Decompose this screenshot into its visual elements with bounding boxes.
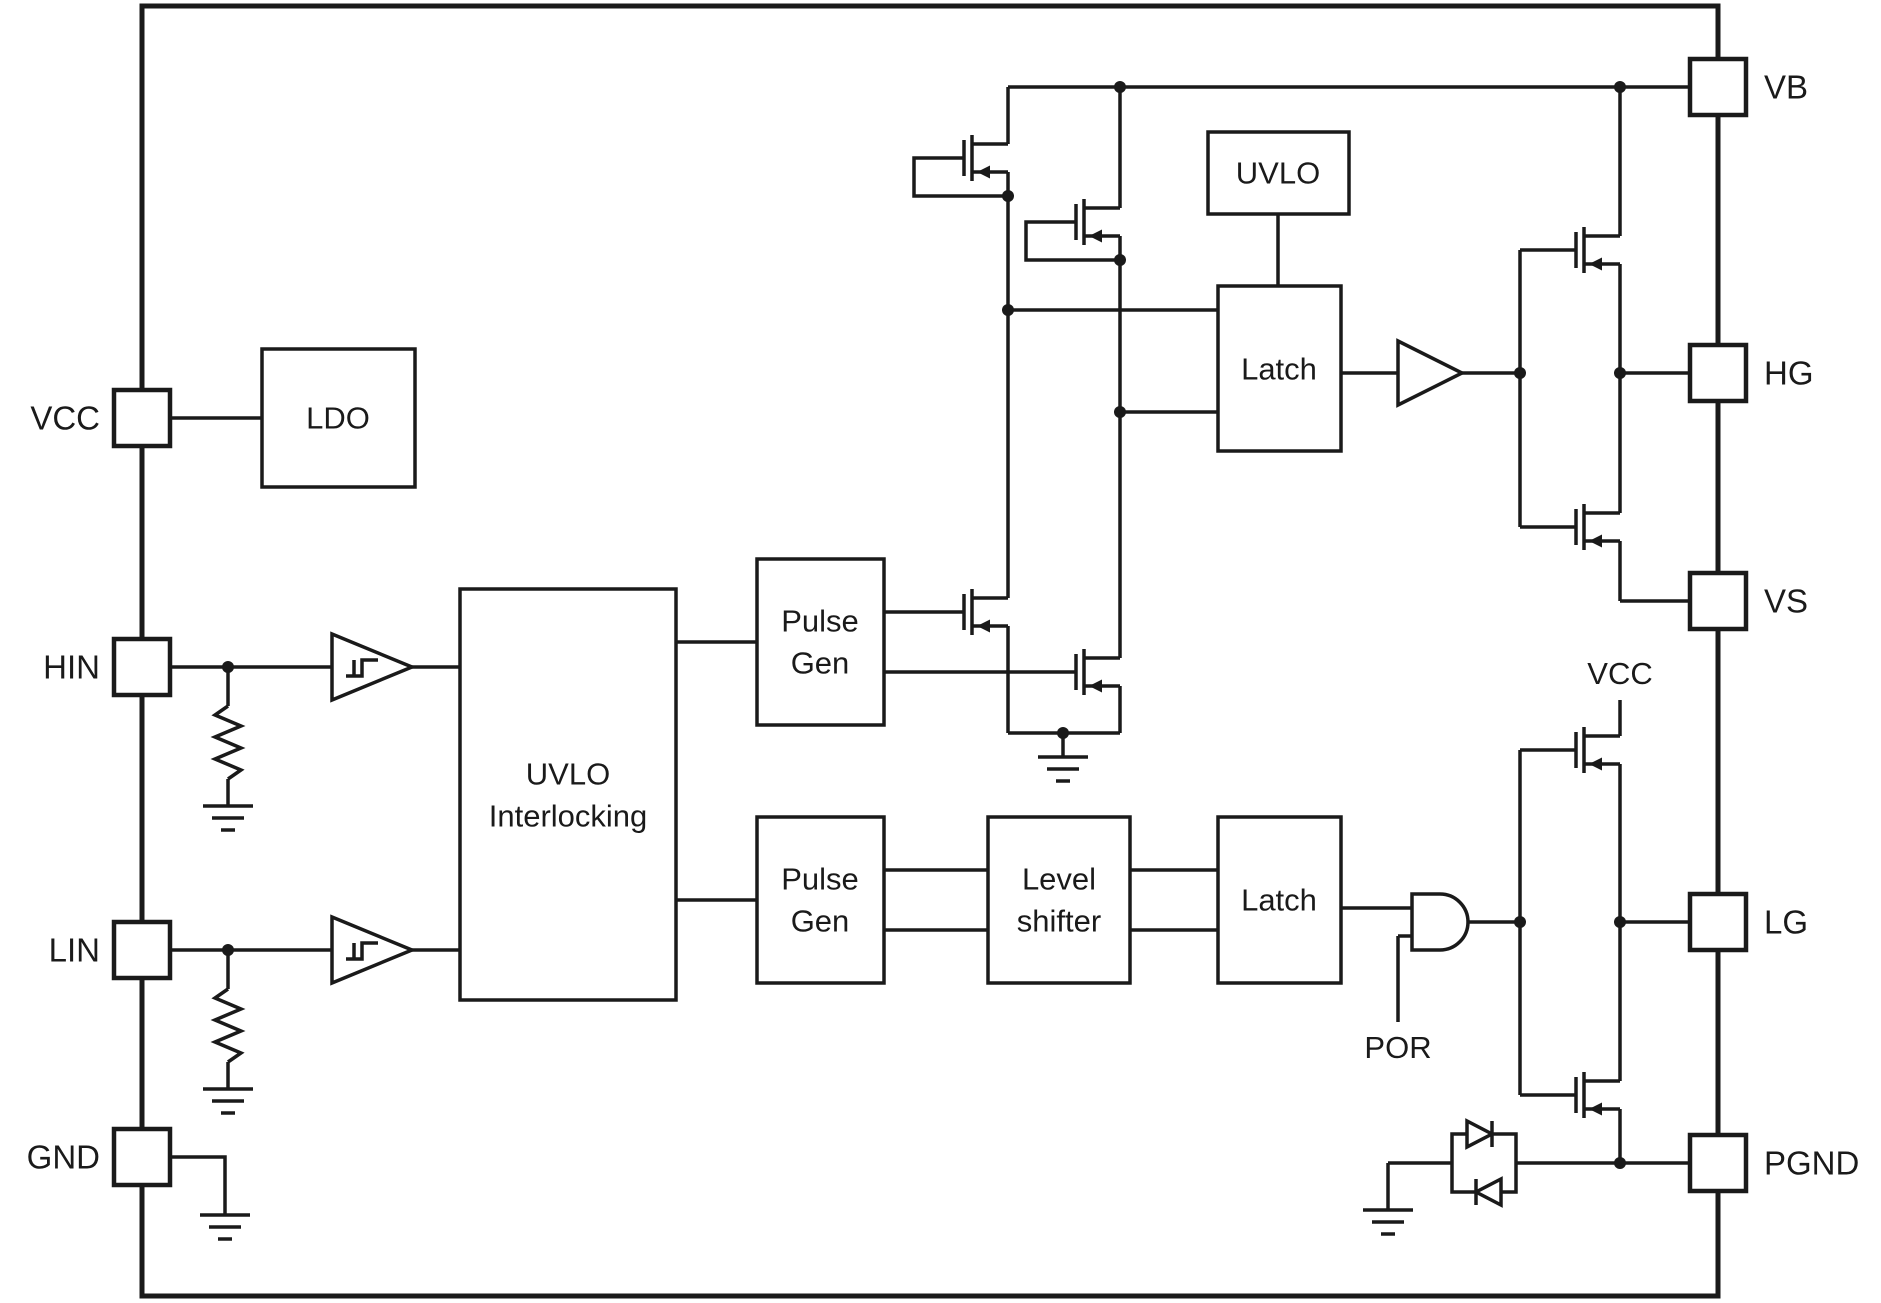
levelshift-nmos2-icon: [1042, 647, 1122, 697]
junction-dot: [1614, 916, 1626, 928]
junction-dot: [1002, 190, 1014, 202]
uvlo-block: UVLO: [1206, 130, 1351, 216]
junction-dot: [1002, 304, 1014, 316]
pin-lin-label: LIN: [49, 932, 100, 969]
pin-vcc: VCC: [30, 387, 173, 449]
pgnd-net: [1361, 1118, 1690, 1236]
pin-hin-label: HIN: [43, 649, 100, 686]
uvlo-interlocking-label-1: UVLO: [526, 757, 610, 792]
junction-dot: [1614, 367, 1626, 379]
uvlo-interlocking-block: UVLO Interlocking: [458, 587, 678, 1002]
junction-dot: [1114, 254, 1126, 266]
pin-vb-label: VB: [1764, 69, 1808, 106]
highside-pmos-icon: [1542, 225, 1622, 275]
pgnd-ground-icon: [1361, 1208, 1415, 1236]
junction-dot: [222, 661, 234, 673]
lin-pulldown-resistor-icon: [213, 987, 243, 1064]
diode-pair-frame: [1450, 1132, 1518, 1194]
ldo-block: LDO: [260, 347, 417, 489]
hg-buffer-icon: [1396, 338, 1466, 408]
vb-rail: [1008, 81, 1690, 93]
lin-net: [170, 915, 460, 1115]
pin-lin: LIN: [49, 919, 173, 981]
highside-nmos-icon: [1542, 502, 1622, 552]
latch-high-block: Latch: [1216, 284, 1343, 453]
gnd-net: [170, 1155, 252, 1241]
ldo-label: LDO: [306, 401, 370, 436]
pin-vb: VB: [1687, 56, 1808, 118]
junction-dot: [222, 944, 234, 956]
junction-dot: [1114, 81, 1126, 93]
vcc-rail-label: VCC: [1587, 656, 1652, 691]
gnd-ground-icon: [198, 1213, 252, 1241]
pin-gnd: GND: [27, 1126, 173, 1188]
interlock-to-pulsegen-wires: [676, 640, 757, 902]
pin-lg: LG: [1687, 891, 1808, 953]
ic-outline: [139, 3, 1721, 1299]
levelshift-ground-icon: [1036, 755, 1090, 783]
lin-ground-icon: [201, 1087, 255, 1115]
junction-dot: [1514, 367, 1526, 379]
junction-dot: [1514, 916, 1526, 928]
latch-high-label: Latch: [1241, 352, 1317, 387]
pin-pgnd: PGND: [1687, 1132, 1859, 1194]
diode-right-icon: [1465, 1118, 1496, 1150]
pulsegen-high-output-wires: [884, 610, 1044, 674]
pulse-gen-low-label-1: Pulse: [781, 862, 859, 897]
pulse-gen-low-label-2: Gen: [791, 904, 850, 939]
pin-pgnd-label: PGND: [1764, 1145, 1859, 1182]
levelshift-nmos1-icon: [930, 587, 1010, 637]
lowside-nmos-icon: [1542, 1070, 1622, 1120]
lin-schmitt-trigger-icon: [330, 915, 414, 985]
uvlo-label: UVLO: [1236, 156, 1320, 191]
level-shifter-label-2: shifter: [1017, 904, 1101, 939]
hin-ground-icon: [201, 804, 255, 832]
pulse-gen-high-label-2: Gen: [791, 646, 850, 681]
and-gate-icon: [1410, 892, 1470, 952]
pin-vcc-label: VCC: [30, 400, 100, 437]
junction-dot: [1614, 1157, 1626, 1169]
pulse-gen-high-block: Pulse Gen: [755, 557, 886, 727]
pin-vs: VS: [1687, 570, 1808, 632]
hin-schmitt-trigger-icon: [330, 632, 414, 702]
pin-hg-label: HG: [1764, 355, 1814, 392]
pulse-gen-high-label-1: Pulse: [781, 604, 859, 639]
pin-vs-label: VS: [1764, 583, 1808, 620]
pulse-gen-low-block: Pulse Gen: [755, 815, 886, 985]
lowside-pmos-icon: [1542, 725, 1622, 775]
diode-left-icon: [1472, 1176, 1503, 1208]
lowside-chain-wires: [884, 868, 1218, 932]
junction-dot: [1057, 727, 1069, 739]
latch-low-label: Latch: [1241, 883, 1317, 918]
hin-pulldown-resistor-icon: [213, 704, 243, 781]
pin-gnd-label: GND: [27, 1139, 100, 1176]
level-shifter-label-1: Level: [1022, 862, 1096, 897]
pin-hin: HIN: [43, 636, 173, 698]
highside-output-stage: [1341, 87, 1690, 603]
level-shifter-block: Level shifter: [986, 815, 1132, 985]
pin-lg-label: LG: [1764, 904, 1808, 941]
levelshift-pmos1-icon: [930, 133, 1010, 183]
latch-low-block: Latch: [1216, 815, 1343, 985]
por-label: POR: [1364, 1030, 1431, 1065]
hin-net: [170, 632, 460, 832]
pin-hg: HG: [1687, 342, 1814, 404]
levelshift-pmos2-icon: [1042, 197, 1122, 247]
level-shift-core: [912, 87, 1218, 783]
junction-dot: [1114, 406, 1126, 418]
lowside-output-stage: VCC POR: [1341, 656, 1690, 1163]
uvlo-interlocking-label-2: Interlocking: [489, 799, 648, 834]
